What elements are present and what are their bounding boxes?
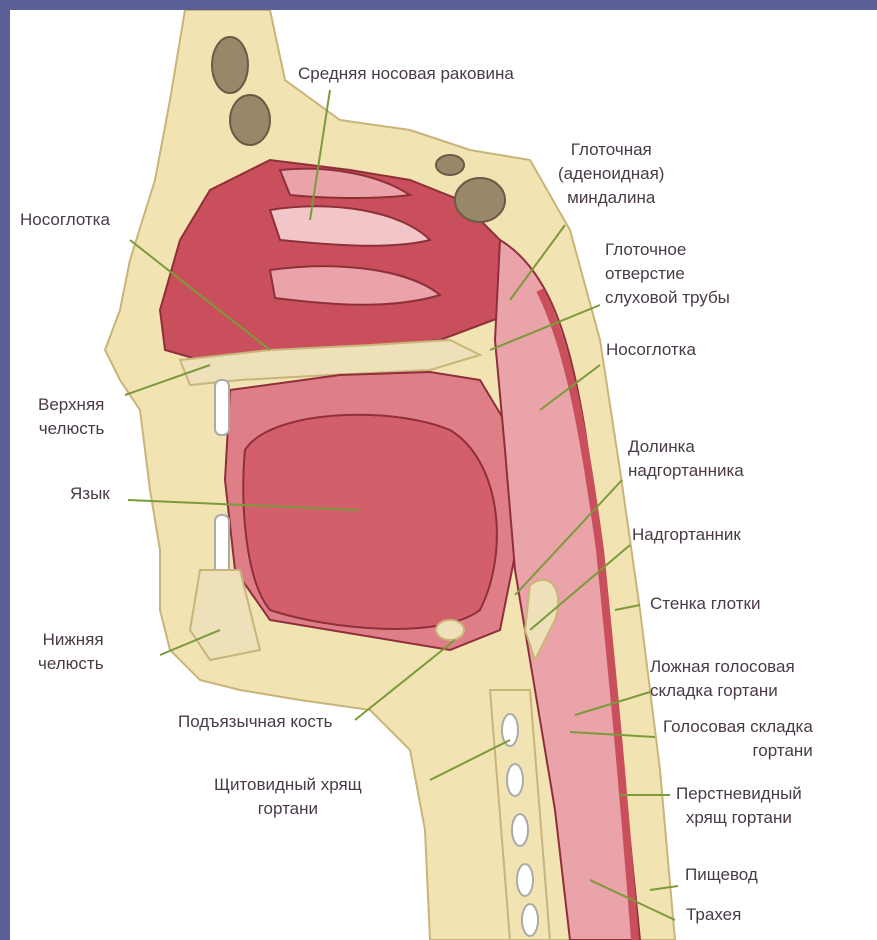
label-nasopharynx-left: Носоглотка <box>20 208 110 232</box>
leader-mandible <box>160 630 220 655</box>
label-vallecula: Долинка надгортанника <box>628 435 744 483</box>
leader-false-fold <box>575 692 650 715</box>
leader-nasopharynx-left <box>130 240 270 350</box>
leader-nasopharynx-right <box>540 365 600 410</box>
leader-maxilla <box>125 365 210 395</box>
diagram-frame: Средняя носовая раковина Глоточная (аден… <box>10 10 877 940</box>
label-false-vocal-fold: Ложная голосовая складка гортани <box>650 655 795 703</box>
label-tongue: Язык <box>70 482 110 506</box>
leader-tongue <box>128 500 360 510</box>
leader-middle-concha <box>310 90 330 220</box>
label-cricoid-cartilage: Перстневидный хрящ гортани <box>676 782 802 830</box>
leader-pharyngeal-tonsil <box>510 225 565 300</box>
label-vocal-fold: Голосовая складка гортани <box>663 715 813 763</box>
leader-epiglottis <box>530 545 630 630</box>
leader-esophagus <box>650 886 678 890</box>
label-pharyngeal-tonsil: Глоточная (аденоидная) миндалина <box>558 138 664 210</box>
leader-thyroid <box>430 740 510 780</box>
label-esophagus: Пищевод <box>685 863 758 887</box>
label-pharynx-wall: Стенка глотки <box>650 592 760 616</box>
label-trachea: Трахея <box>686 903 741 927</box>
label-hyoid: Подъязычная кость <box>178 710 333 734</box>
leader-pharynx-wall <box>615 605 640 610</box>
label-tube-opening: Глоточное отверстие слуховой трубы <box>605 238 730 310</box>
leader-vocal-fold <box>570 732 655 737</box>
leader-vallecula <box>515 480 622 595</box>
label-nasopharynx-right: Носоглотка <box>606 338 696 362</box>
leader-trachea <box>590 880 675 920</box>
label-middle-concha: Средняя носовая раковина <box>298 62 514 86</box>
label-epiglottis: Надгортанник <box>632 523 741 547</box>
leader-hyoid <box>355 640 455 720</box>
label-maxilla: Верхняя челюсть <box>38 393 104 441</box>
label-thyroid-cartilage: Щитовидный хрящ гортани <box>214 773 362 821</box>
label-mandible: Нижняя челюсть <box>38 628 104 676</box>
leader-tube-opening <box>490 305 600 350</box>
